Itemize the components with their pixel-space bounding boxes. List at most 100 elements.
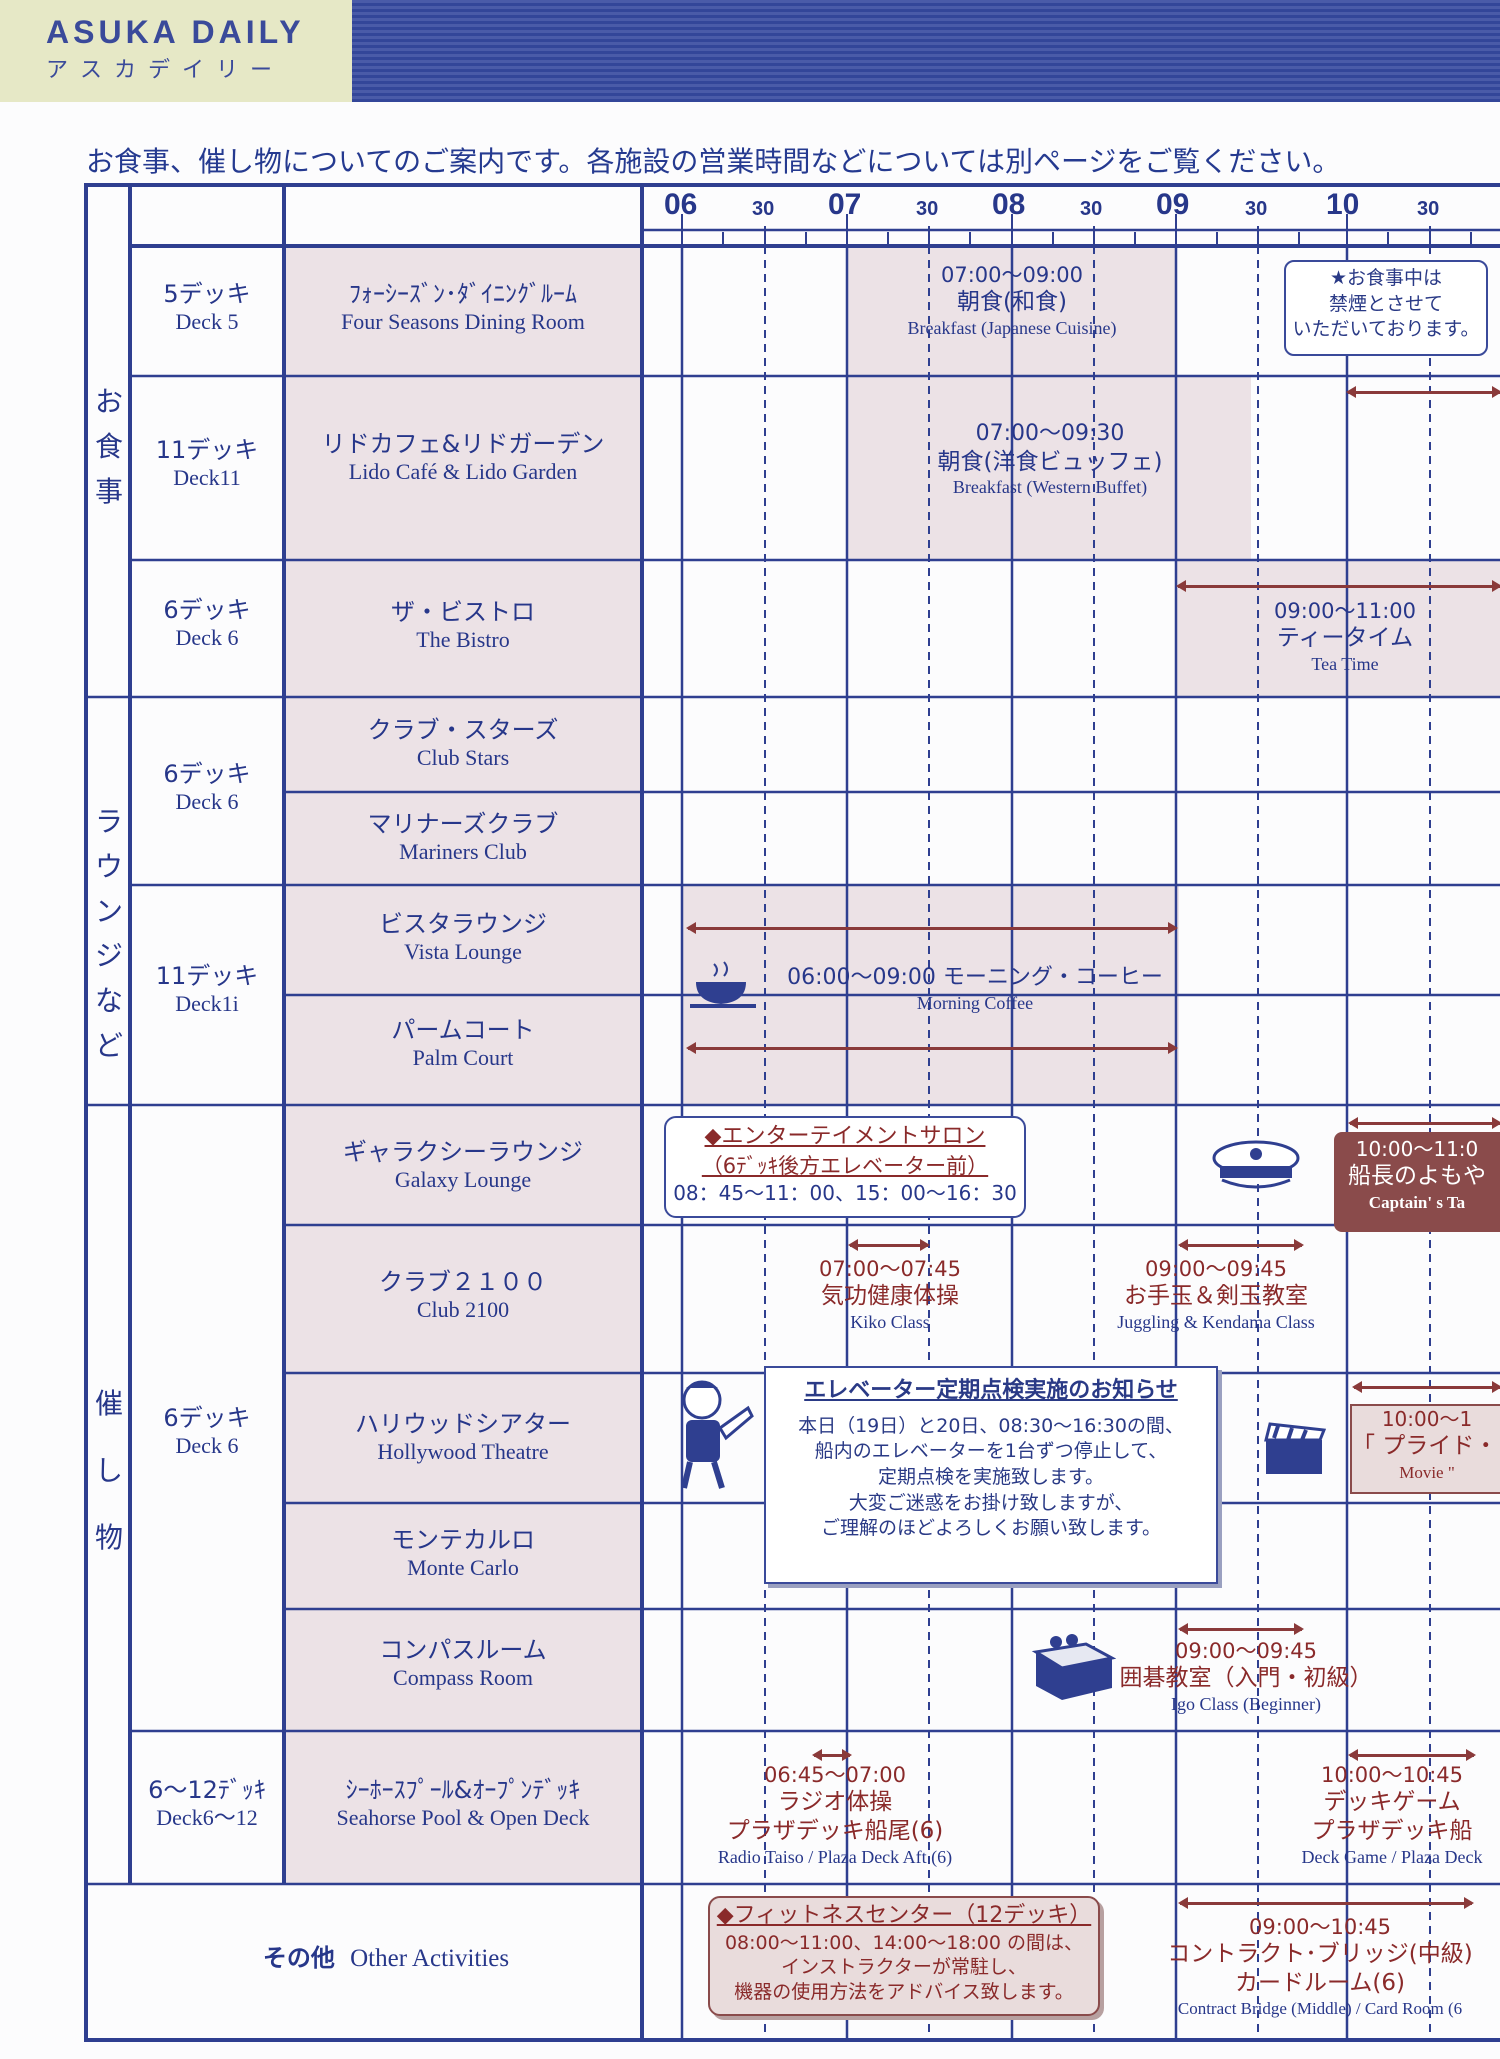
venue-jp: ビスタラウンジ — [379, 910, 547, 938]
venue-monte-carlo: モンテカルロ Monte Carlo — [284, 1526, 642, 1581]
event-en: Igo Class (Beginner) — [1171, 1694, 1321, 1714]
event-time: 07:00～09:30 — [975, 421, 1125, 446]
half-0630: 30 — [752, 198, 775, 220]
header-subtitle: アスカデイリー — [46, 58, 285, 83]
no-smoking-notice: ★お食事中は 禁煙とさせて いただいております。 — [1284, 260, 1488, 356]
header-band — [352, 0, 1500, 102]
deck-row-1: 5デッキ Deck 5 — [130, 280, 284, 335]
deck-en: Deck 6 — [175, 1432, 239, 1458]
event-time: 07:00～07:45 — [818, 1257, 962, 1281]
salon-sub: （6ﾃﾞｯｷ後方エレベーター前） — [701, 1153, 989, 1178]
salon-title: ◆エンターテイメントサロン — [704, 1124, 986, 1149]
event-jp2: カードルーム(6) — [1235, 1970, 1405, 1996]
event-tea-time: 09:00～11:00 ティータイム Tea Time — [1230, 598, 1460, 676]
group-lounge: ラウンジなど — [94, 805, 123, 1062]
deck-en: Deck 6 — [175, 624, 239, 650]
event-deck-game: 10:00～10:45 デッキゲーム プラザデッキ船 Deck Game / P… — [1284, 1762, 1500, 1868]
event-time: 06:45～07:00 — [763, 1763, 907, 1787]
event-time: 09:00～10:45 — [1248, 1915, 1392, 1939]
deck-row-6: 6デッキ Deck 6 — [130, 1404, 284, 1459]
event-en: Juggling & Kendama Class — [1117, 1312, 1315, 1332]
venue-palm: パームコート Palm Court — [284, 1016, 642, 1071]
event-jp: ラジオ体操 — [777, 1789, 893, 1816]
captain-hat-icon — [1210, 1136, 1302, 1192]
captain-arrow — [1348, 1117, 1500, 1129]
venue-en: The Bistro — [416, 626, 510, 652]
event-jp: コントラクト･ブリッジ(中級) — [1167, 1941, 1473, 1968]
shade-r1 — [284, 246, 642, 376]
event-en: Deck Game / Plaza Deck — [1301, 1846, 1483, 1867]
event-en: Radio Taiso / Plaza Deck Aft (6) — [717, 1846, 953, 1867]
event-igo: 09:00～09:45 囲碁教室（入門・初級） Igo Class (Begin… — [1116, 1638, 1376, 1716]
elevator-notice-box: エレベーター定期点検実施のお知らせ 本日（19日）と20日、08:30～16:3… — [764, 1366, 1218, 1584]
venue-jp: モンテカルロ — [391, 1526, 535, 1554]
shade-tea — [1176, 560, 1500, 697]
event-morning-coffee: 06:00～09:00 モーニング・コーヒー Morning Coffee — [780, 964, 1170, 1014]
captain-talk-box: 10:00～11:0 船長のよもや Captain' s Ta — [1334, 1132, 1500, 1232]
fitness-line: 08:00～11:00、14:00～18:00 の間は、 — [724, 1931, 1084, 1954]
deck-jp: 6デッキ — [163, 596, 251, 624]
movie-jp: 「 プライド・ア — [1352, 1433, 1500, 1459]
event-jp2: プラザデッキ船尾(6) — [726, 1818, 944, 1844]
other-activities-label: その他 Other Activities — [130, 1944, 642, 1974]
venue-jp: ザ・ビストロ — [391, 598, 535, 626]
event-jp: ティータイム — [1276, 625, 1414, 652]
half-0830: 30 — [1080, 198, 1103, 220]
event-juggling: 09:00～09:45 お手玉＆剣玉教室 Juggling & Kendama … — [1096, 1256, 1336, 1334]
event-kiko: 07:00～07:45 気功健康体操 Kiko Class — [800, 1256, 980, 1334]
event-time: 10:00～10:45 — [1320, 1763, 1464, 1787]
shade-r5 — [284, 792, 642, 885]
venue-en: Vista Lounge — [404, 938, 522, 964]
venue-club-stars: クラブ・スターズ Club Stars — [284, 716, 642, 771]
shade-r6 — [284, 885, 642, 995]
deck-jp: 11デッキ — [155, 436, 259, 464]
other-en: Other Activities — [350, 1945, 510, 1972]
group-dining: お食事 — [94, 385, 123, 508]
venue-compass: コンパスルーム Compass Room — [284, 1636, 642, 1691]
venue-jp: リドカフェ&リドガーデン — [321, 430, 605, 458]
fitness-center-box: ◆フィットネスセンター（12デッキ） 08:00～11:00、14:00～18:… — [708, 1896, 1100, 2016]
venue-four-seasons: ﾌｫｰｼｰｽﾞﾝ･ﾀﾞｲﾆﾝｸﾞﾙｰﾑ Four Seasons Dining … — [284, 280, 642, 335]
venue-jp: ギャラクシーラウンジ — [343, 1138, 583, 1166]
shade-r10 — [284, 1373, 642, 1503]
event-jp2: プラザデッキ船 — [1311, 1818, 1473, 1844]
salon-time: 08：45～11：00、15：00～16：30 — [673, 1181, 1017, 1206]
venue-jp: マリナーズクラブ — [367, 810, 559, 838]
captain-jp: 船長のよもや — [1348, 1163, 1486, 1189]
deck-jp: 6デッキ — [163, 760, 251, 788]
deck-jp: 11デッキ — [155, 962, 259, 990]
venue-en: Mariners Club — [399, 838, 527, 864]
half-0730: 30 — [916, 198, 939, 220]
hour-09: 09 — [1156, 188, 1190, 221]
deck-row-7: 6～12ﾃﾞｯｷ Deck6～12 — [130, 1776, 284, 1831]
venue-en: Palm Court — [412, 1044, 514, 1070]
vista-arrow — [686, 922, 1178, 934]
event-jp: 気功健康体操 — [821, 1283, 959, 1310]
event-breakfast-west: 07:00～09:30 朝食(洋食ビュッフェ) Breakfast (Weste… — [880, 420, 1220, 499]
event-time: 09:00～09:45 — [1144, 1257, 1288, 1281]
notice-line: 大変ご迷惑をお掛け致しますが、 — [848, 1491, 1134, 1514]
deck-en: Deck1i — [175, 990, 239, 1016]
juggling-arrow — [1178, 1239, 1304, 1251]
header-logo: ASUKA DAILY アスカデイリー — [0, 0, 352, 102]
venue-jp: パームコート — [391, 1016, 535, 1044]
shade-r13 — [284, 1731, 642, 1884]
hour-08: 08 — [992, 188, 1026, 221]
event-time: 09:00～11:00 — [1273, 599, 1417, 623]
bridge-arrow — [1178, 1897, 1474, 1909]
deck-row-5: 11デッキ Deck1i — [130, 962, 284, 1017]
deck-en: Deck11 — [173, 464, 241, 490]
venue-en: Monte Carlo — [407, 1554, 519, 1580]
event-jp: お手玉＆剣玉教室 — [1124, 1283, 1308, 1310]
deck-en: Deck 5 — [175, 308, 239, 334]
event-jp: デッキゲーム — [1323, 1789, 1461, 1816]
venue-jp: クラブ・スターズ — [367, 716, 559, 744]
go-board-icon — [1030, 1632, 1117, 1714]
palm-arrow — [686, 1042, 1178, 1054]
event-en: Breakfast (Western Buffet) — [952, 477, 1148, 498]
event-breakfast-jp: 07:00～09:00 朝食(和食) Breakfast (Japanese C… — [872, 262, 1152, 340]
shade-r3 — [284, 560, 642, 697]
notice-line: いただいております。 — [1292, 318, 1480, 341]
event-jp: 囲碁教室（入門・初級） — [1119, 1665, 1373, 1692]
